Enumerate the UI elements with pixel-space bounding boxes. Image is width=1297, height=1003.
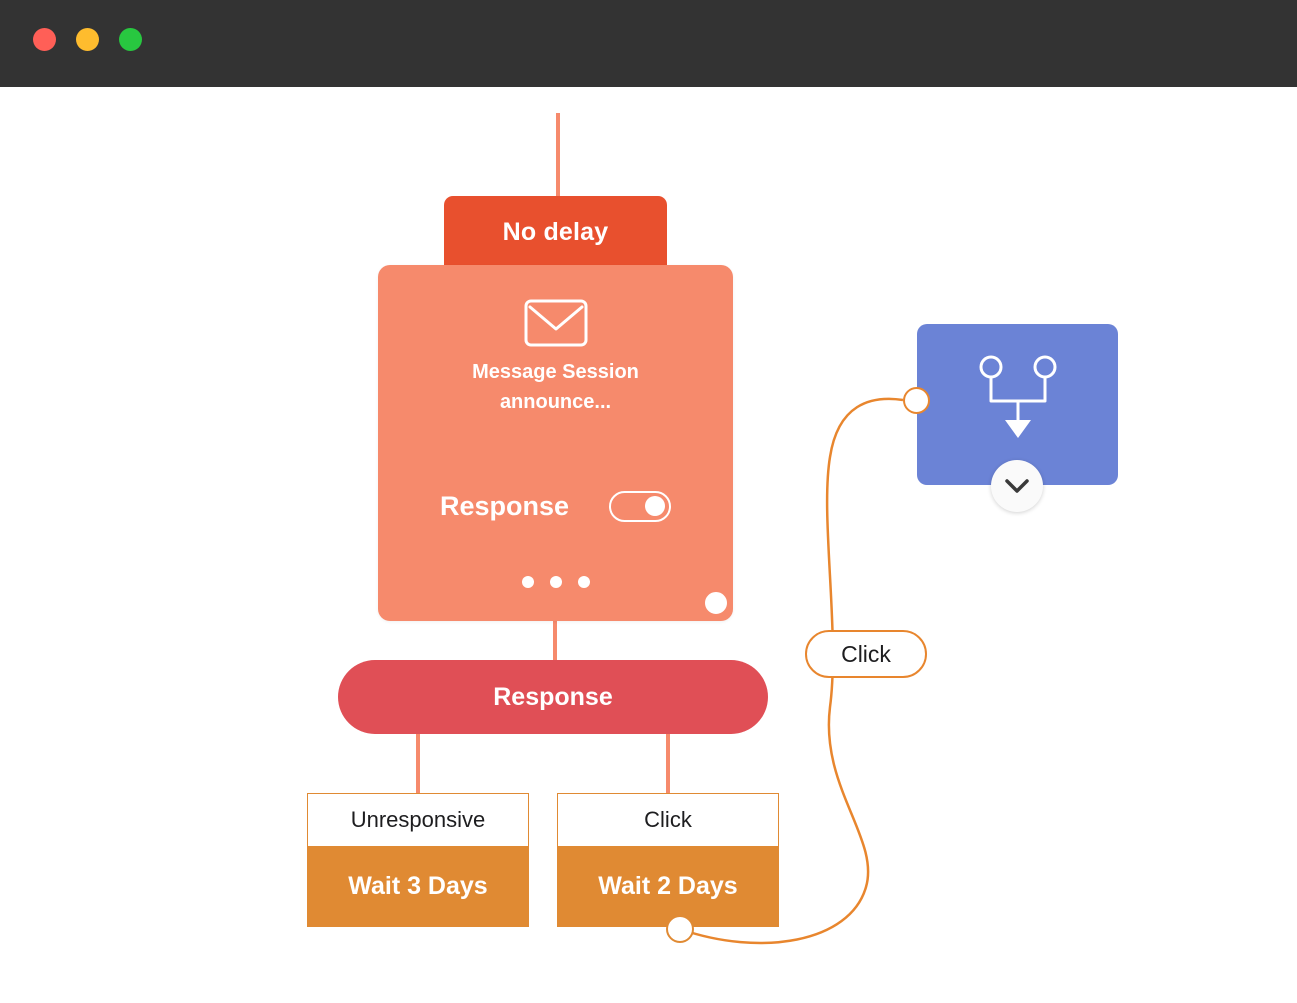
chevron-down-icon <box>1005 479 1029 493</box>
message-card[interactable]: Message Session announce... Response <box>378 265 733 621</box>
message-title-line2: announce... <box>499 391 612 413</box>
merge-node[interactable] <box>917 324 1118 485</box>
response-branch-node[interactable]: Response <box>338 660 768 734</box>
minimize-button[interactable] <box>76 28 99 51</box>
message-title-line1: Message Session <box>472 361 639 383</box>
message-title: Message Session announce... <box>404 357 707 417</box>
window-controls <box>33 28 142 51</box>
delay-chip[interactable]: No delay <box>444 196 667 268</box>
response-toggle-label: Response <box>439 490 570 521</box>
more-options-dots[interactable] <box>378 576 733 588</box>
merge-node-expand-button[interactable] <box>991 460 1043 512</box>
branch-condition-label: Unresponsive <box>307 793 529 846</box>
flow-canvas[interactable]: No delay Message Session announce... Res… <box>0 87 1297 1003</box>
window-titlebar <box>0 0 1297 87</box>
branch-condition-label: Click <box>557 793 779 846</box>
branch-card-click[interactable]: Click Wait 2 Days <box>557 793 779 927</box>
toggle-knob <box>645 496 666 516</box>
dot-2 <box>549 576 562 588</box>
branch-action-label: Wait 3 Days <box>348 872 488 900</box>
message-card-output-handle[interactable] <box>702 589 730 617</box>
response-toggle[interactable] <box>609 490 672 522</box>
merge-arrow-icon <box>971 354 1065 449</box>
edge-label-click[interactable]: Click <box>805 630 927 678</box>
envelope-icon <box>524 299 588 352</box>
branch-card-unresponsive[interactable]: Unresponsive Wait 3 Days <box>307 793 529 927</box>
zoom-button[interactable] <box>119 28 142 51</box>
branch-output-handle[interactable] <box>666 915 694 943</box>
dot-1 <box>521 576 534 588</box>
response-row: Response <box>378 485 733 527</box>
merge-node-input-handle[interactable] <box>903 387 930 414</box>
dot-3 <box>577 576 590 588</box>
close-button[interactable] <box>33 28 56 51</box>
branch-action-label: Wait 2 Days <box>598 872 738 900</box>
